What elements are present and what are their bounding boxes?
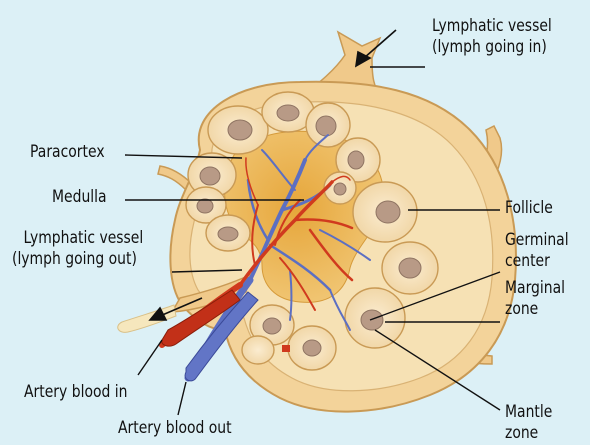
label-mantle-line2: zone: [505, 423, 552, 444]
leader-artery-out: [178, 382, 186, 415]
label-lymph-out-line1: Lymphatic vessel: [12, 228, 143, 249]
leader-artery-in: [138, 340, 162, 375]
germinal-center: [197, 199, 213, 213]
germinal-center: [277, 105, 299, 121]
germinal-center: [200, 167, 220, 185]
germinal-center: [303, 340, 321, 356]
germinal-center: [263, 318, 281, 334]
label-marginal-line2: zone: [505, 299, 565, 320]
label-lymph-in: Lymphatic vessel (lymph going in): [432, 16, 552, 58]
label-artery-in-text: Artery blood in: [24, 382, 127, 403]
germinal-center: [228, 120, 252, 140]
label-lymph-out: Lymphatic vessel (lymph going out): [12, 228, 143, 270]
label-germinal-line1: Germinal: [505, 230, 569, 251]
label-artery-out: Artery blood out: [118, 418, 232, 439]
label-medulla-text: Medulla: [52, 187, 107, 208]
germinal-center: [399, 258, 421, 278]
label-medulla: Medulla: [52, 187, 107, 208]
label-marginal-line1: Marginal: [505, 278, 565, 299]
label-germinal-line2: center: [505, 251, 569, 272]
label-germinal: Germinal center: [505, 230, 569, 272]
label-lymph-out-line2: (lymph going out): [12, 249, 143, 270]
label-follicle: Follicle: [505, 198, 553, 219]
germinal-center: [218, 227, 238, 241]
label-paracortex-text: Paracortex: [30, 142, 105, 163]
label-artery-out-text: Artery blood out: [118, 418, 232, 439]
label-mantle: Mantle zone: [505, 402, 552, 444]
germinal-center: [348, 151, 364, 169]
label-lymph-in-line2: (lymph going in): [432, 37, 552, 58]
follicle: [242, 336, 274, 364]
label-mantle-line1: Mantle: [505, 402, 552, 423]
label-artery-in: Artery blood in: [24, 382, 127, 403]
germinal-center: [316, 116, 336, 136]
germinal-center: [334, 183, 346, 195]
germinal-center: [376, 201, 400, 223]
vessel-cap-red: [282, 345, 290, 352]
label-follicle-text: Follicle: [505, 198, 553, 219]
lymph-droplet: [118, 305, 176, 332]
label-marginal: Marginal zone: [505, 278, 565, 320]
label-paracortex: Paracortex: [30, 142, 105, 163]
label-lymph-in-line1: Lymphatic vessel: [432, 16, 552, 37]
